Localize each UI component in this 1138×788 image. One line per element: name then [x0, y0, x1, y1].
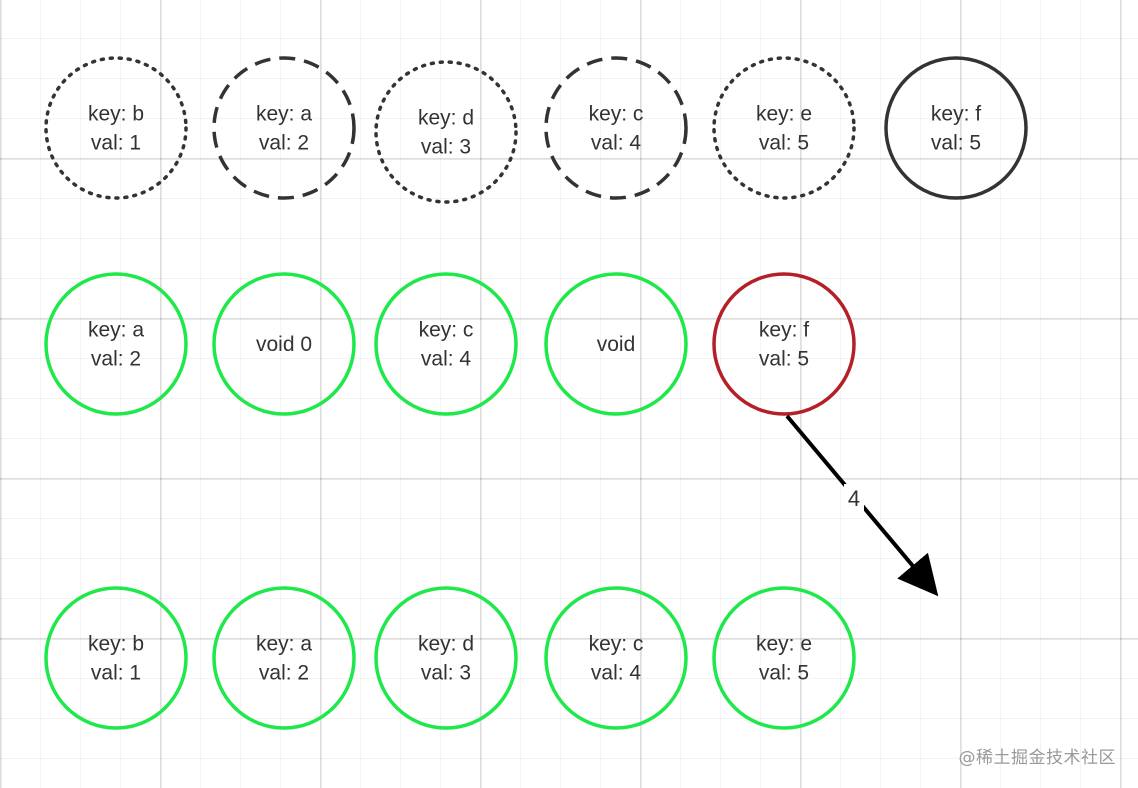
node: key: c val: 4	[544, 586, 688, 730]
node: key: f val: 5	[884, 56, 1028, 200]
node: key: f val: 5	[712, 272, 856, 416]
node-label: val: 4	[591, 132, 642, 155]
node-label: void 0	[256, 333, 312, 356]
node-circle	[212, 272, 356, 416]
node-circle	[374, 586, 518, 730]
node-circle	[712, 586, 856, 730]
node: key: c val: 4	[374, 272, 518, 416]
node: key: d val: 3	[374, 586, 518, 730]
node-circle	[544, 272, 688, 416]
node: key: d val: 3	[374, 60, 518, 204]
node-label: val: 5	[759, 662, 809, 685]
node-circle	[374, 272, 518, 416]
node-label: val: 5	[759, 132, 809, 155]
node-label: key: d	[418, 633, 474, 656]
node-label: val: 3	[421, 662, 471, 685]
node-label: val: 1	[91, 662, 141, 685]
node-label: val: 5	[759, 348, 809, 371]
node-circle	[374, 60, 518, 204]
node: key: e val: 5	[712, 56, 856, 200]
node-label: val: 2	[91, 348, 141, 371]
node-label: val: 1	[91, 132, 141, 155]
node: key: c val: 4	[544, 56, 688, 200]
node-circle	[544, 56, 688, 200]
node: key: a val: 2	[212, 586, 356, 730]
node-label: val: 4	[421, 348, 472, 371]
node-circle	[44, 586, 188, 730]
watermark: @稀土掘金技术社区	[958, 748, 1116, 768]
node-label: val: 2	[259, 662, 309, 685]
node-circle	[884, 56, 1028, 200]
node-label: val: 3	[421, 136, 471, 159]
node-label: key: e	[756, 103, 812, 126]
node: key: e val: 5	[712, 586, 856, 730]
node-label: key: e	[756, 633, 812, 656]
node-circle	[712, 56, 856, 200]
arrow-label-bg	[844, 484, 864, 512]
node-label: void	[597, 333, 636, 356]
move-arrow: 4	[785, 414, 939, 597]
node-label: key: a	[256, 633, 312, 656]
node-circle	[212, 586, 356, 730]
node-label: key: f	[759, 319, 809, 342]
node-label: key: c	[589, 633, 644, 656]
node-label: key: a	[88, 319, 144, 342]
node-circle	[44, 272, 188, 416]
node-label: key: c	[419, 319, 474, 342]
node-circle	[44, 56, 188, 200]
node-label: key: a	[256, 103, 312, 126]
arrow-label: 4	[848, 486, 860, 511]
node-circle	[712, 272, 856, 416]
node-circle	[544, 586, 688, 730]
node-label: key: f	[931, 103, 981, 126]
node: key: b val: 1	[44, 56, 188, 200]
node-label: key: c	[589, 103, 644, 126]
node: void	[544, 272, 688, 416]
row-middle-row: key: a val: 2 void 0 key: c val: 4 void key: f…	[44, 272, 856, 416]
node-label: key: b	[88, 103, 144, 126]
node-label: key: b	[88, 633, 144, 656]
node-label: val: 2	[259, 132, 309, 155]
node-circle	[212, 56, 356, 200]
node-label: val: 4	[591, 662, 642, 685]
node-label: key: d	[418, 107, 474, 130]
node: key: b val: 1	[44, 586, 188, 730]
node: key: a val: 2	[212, 56, 356, 200]
node: void 0	[212, 272, 356, 416]
node: key: a val: 2	[44, 272, 188, 416]
node-label: val: 5	[931, 132, 981, 155]
